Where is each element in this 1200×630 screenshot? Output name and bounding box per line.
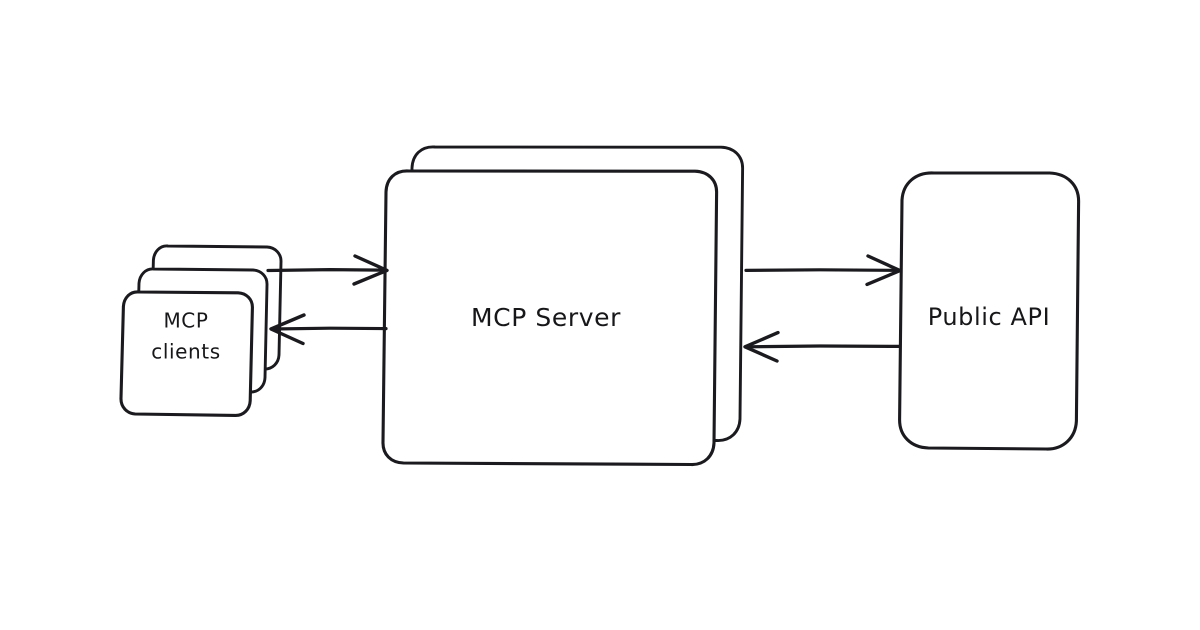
edge-api-to-server[interactable] [743, 330, 901, 363]
mcp-server-label: MCP Server [471, 303, 621, 332]
public-api-card [898, 171, 1081, 451]
edge-server-to-clients[interactable] [269, 313, 388, 346]
edge-clients-to-server[interactable] [266, 254, 389, 286]
edge-server-to-clients-arrowhead [269, 313, 306, 346]
edge-server-to-clients-line [270, 326, 388, 331]
edge-server-to-api[interactable] [744, 254, 902, 287]
edge-server-to-api-line [744, 268, 901, 272]
node-mcp-server[interactable]: MCP Server [381, 145, 745, 467]
mcp-clients-label-line1: MCP [163, 309, 208, 333]
edge-clients-to-server-arrowhead [352, 254, 389, 286]
mcp-server-card-front [381, 169, 719, 467]
edge-server-to-api-arrowhead [865, 254, 902, 287]
mcp-clients-label-line2: clients [151, 340, 221, 364]
node-public-api[interactable]: Public API [898, 171, 1081, 451]
edge-api-to-server-line [744, 344, 901, 349]
node-mcp-clients[interactable]: MCP clients [119, 244, 283, 417]
public-api-label: Public API [928, 303, 1051, 331]
edge-clients-to-server-line [266, 268, 388, 273]
edge-api-to-server-arrowhead [743, 330, 780, 363]
mcp-clients-card-front [119, 290, 254, 417]
